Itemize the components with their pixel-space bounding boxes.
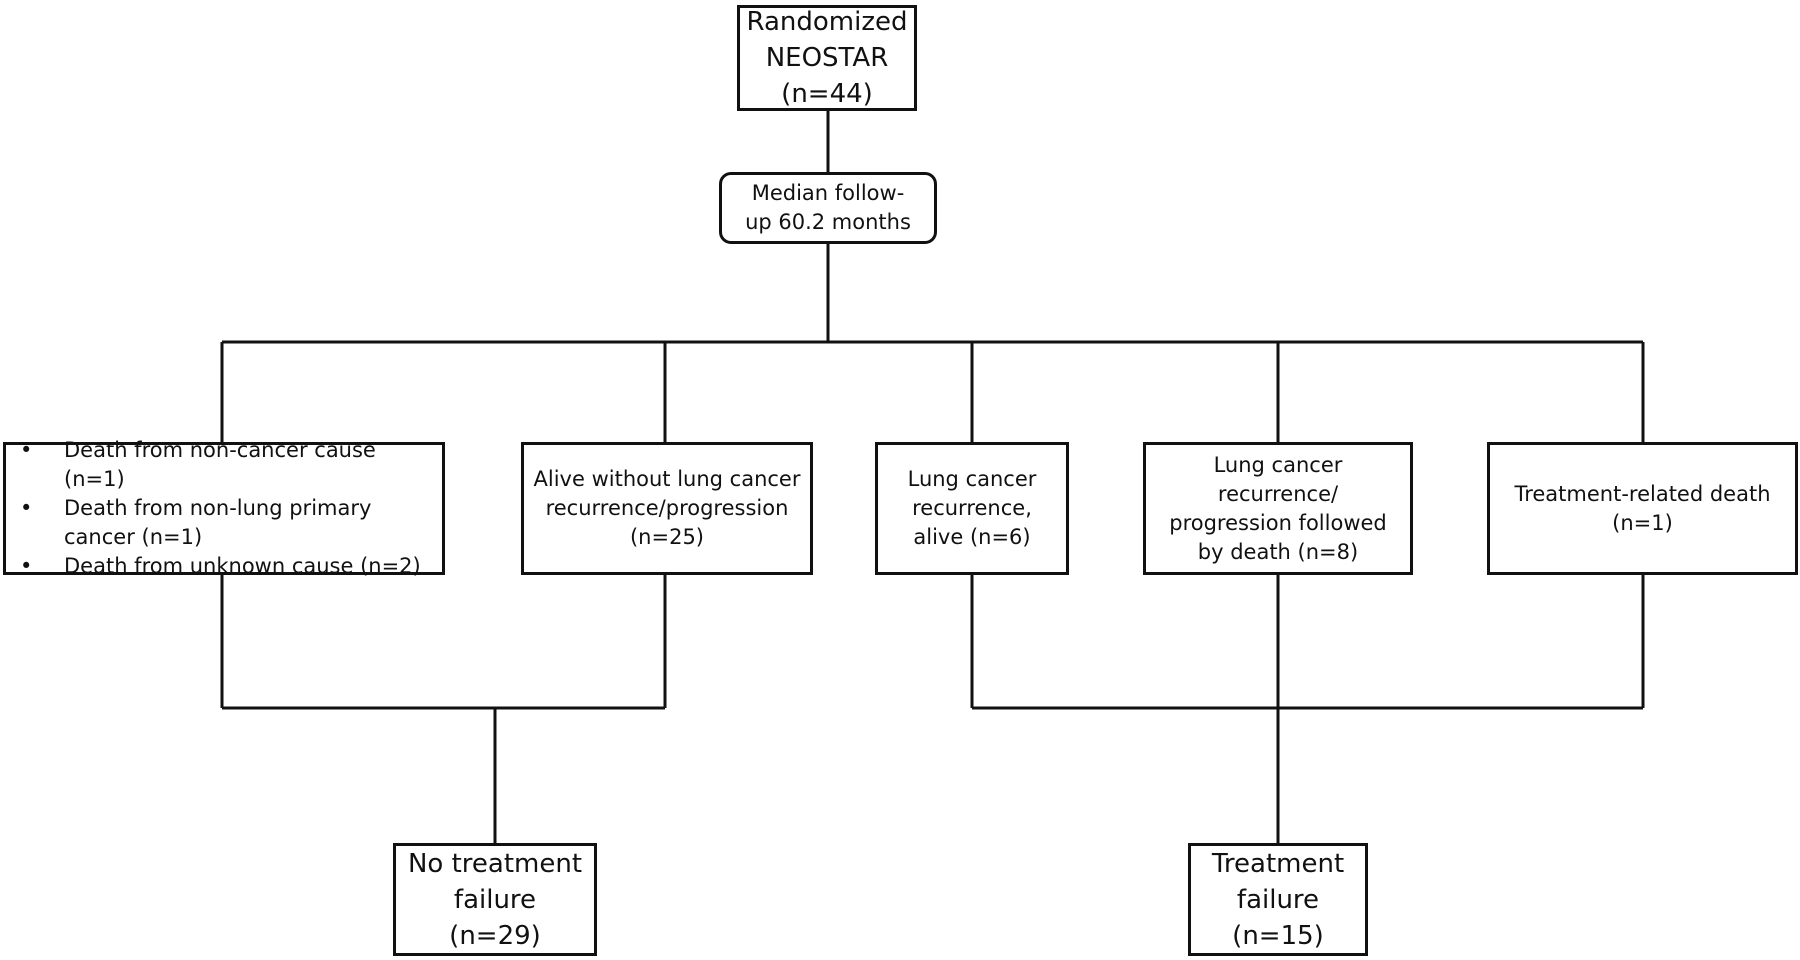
- failure-line-3: (n=15): [1232, 920, 1324, 951]
- deaths-item-1-line-1: Death from non-cancer cause (n=1): [64, 438, 376, 491]
- deaths-item-3-line-1: Death from unknown cause (n=2): [64, 554, 421, 578]
- followup-box: Median follow- up 60.2 months: [719, 172, 937, 244]
- randomized-line-1: Randomized: [746, 7, 908, 37]
- alive-line-2: recurrence/progression: [545, 496, 789, 520]
- deaths-list-box: Death from non-cancer cause (n=1) Death …: [3, 436, 445, 581]
- list-item: Death from non-lung primary cancer (n=1): [20, 494, 442, 552]
- no-failure-line-3: (n=29): [449, 920, 541, 951]
- recurrence-death-box: Lung cancer recurrence/ progression foll…: [1143, 442, 1413, 575]
- treatment-failure-text: Treatment failure (n=15): [1212, 846, 1344, 954]
- treatment-failure-box: Treatment failure (n=15): [1188, 843, 1368, 956]
- recurrence-alive-box: Lung cancer recurrence, alive (n=6): [875, 442, 1069, 575]
- treatment-death-box: Treatment-related death (n=1): [1487, 442, 1798, 575]
- recurrence-death-text: Lung cancer recurrence/ progression foll…: [1169, 451, 1387, 567]
- recurrence-alive-line-1: Lung cancer: [907, 467, 1037, 491]
- list-item: Death from unknown cause (n=2): [20, 552, 442, 581]
- randomized-text: Randomized NEOSTAR (n=44): [746, 4, 907, 112]
- treatment-death-line-1: Treatment-related death: [1514, 481, 1771, 506]
- recurrence-death-line-3: progression followed: [1169, 510, 1387, 535]
- deaths-item-2-line-1: Death from non-lung primary: [64, 496, 372, 520]
- recurrence-alive-text: Lung cancer recurrence, alive (n=6): [908, 465, 1037, 552]
- randomized-line-2: NEOSTAR: [765, 43, 889, 73]
- recurrence-alive-line-3: alive (n=6): [913, 525, 1031, 549]
- alive-line-3: (n=25): [629, 525, 704, 549]
- no-treatment-failure-text: No treatment failure (n=29): [408, 846, 582, 954]
- followup-line-2: up 60.2 months: [745, 210, 911, 234]
- no-failure-line-2: failure: [453, 884, 537, 915]
- alive-no-recurrence-box: Alive without lung cancer recurrence/pro…: [521, 442, 813, 575]
- randomized-box: Randomized NEOSTAR (n=44): [737, 5, 917, 111]
- deaths-item-2-line-2: cancer (n=1): [64, 525, 203, 549]
- treatment-death-line-2: (n=1): [1612, 510, 1673, 535]
- followup-text: Median follow- up 60.2 months: [745, 179, 911, 237]
- alive-no-recurrence-text: Alive without lung cancer recurrence/pro…: [534, 465, 801, 552]
- list-item: Death from non-cancer cause (n=1): [20, 436, 442, 494]
- alive-line-1: Alive without lung cancer: [533, 467, 801, 491]
- recurrence-death-line-1: Lung cancer: [1213, 452, 1343, 477]
- randomized-line-3: (n=44): [781, 79, 873, 109]
- recurrence-death-line-4: by death (n=8): [1197, 539, 1359, 564]
- failure-line-1: Treatment: [1211, 848, 1345, 879]
- no-failure-line-1: No treatment: [407, 848, 583, 879]
- failure-line-2: failure: [1236, 884, 1320, 915]
- recurrence-death-line-2: recurrence/: [1217, 481, 1339, 506]
- no-treatment-failure-box: No treatment failure (n=29): [393, 843, 597, 956]
- recurrence-alive-line-2: recurrence,: [912, 496, 1032, 520]
- deaths-list: Death from non-cancer cause (n=1) Death …: [20, 436, 442, 581]
- treatment-death-text: Treatment-related death (n=1): [1514, 480, 1770, 538]
- followup-line-1: Median follow-: [751, 181, 905, 205]
